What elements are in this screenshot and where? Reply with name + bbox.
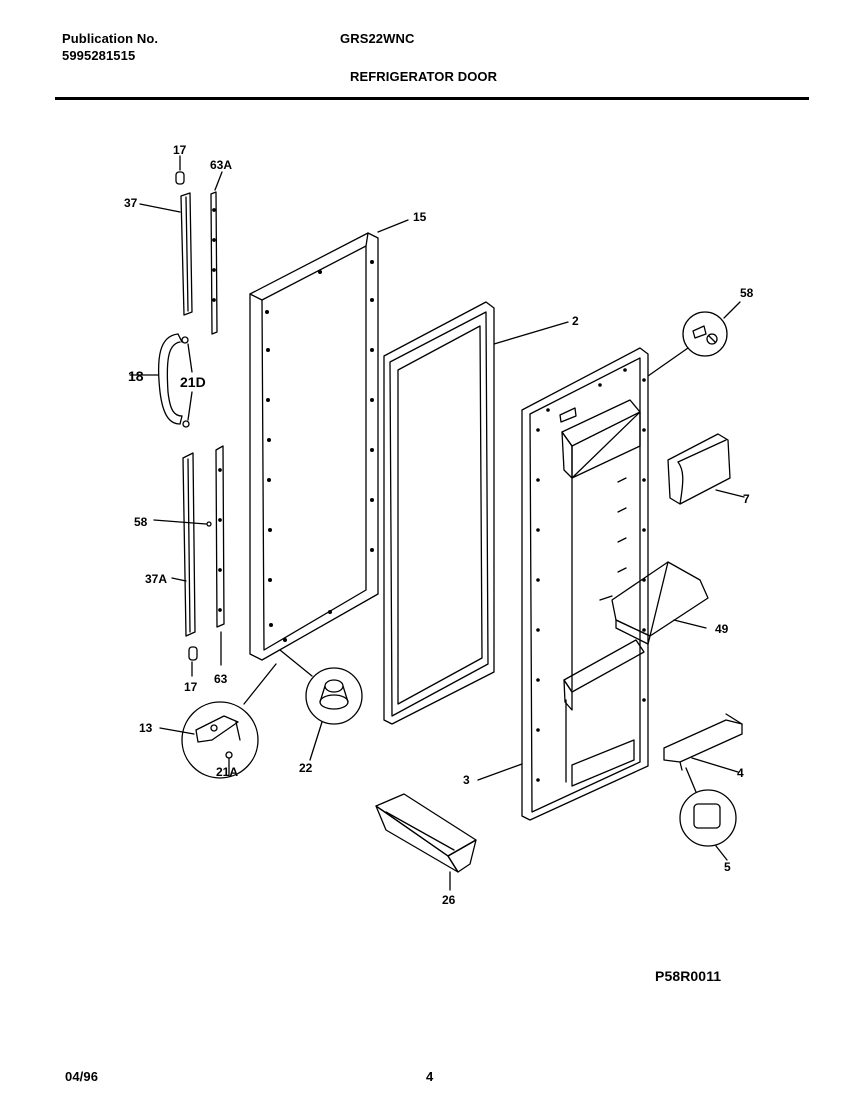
part-63A-strip — [210, 171, 223, 335]
part-22-hinge — [279, 649, 363, 761]
part-2-gasket — [383, 301, 569, 725]
callout-26: 26 — [442, 893, 456, 907]
part-21A-screw — [225, 751, 233, 777]
callout-7: 7 — [743, 492, 750, 506]
callout-21A: 21A — [216, 765, 239, 779]
part-58-right-screw — [682, 301, 741, 357]
part-7-cover — [667, 433, 745, 505]
callout-21D: 21D — [180, 374, 206, 390]
callout-5: 5 — [724, 860, 731, 874]
callout-3: 3 — [463, 773, 470, 787]
part-49-bin — [599, 561, 709, 645]
part-15-door-frame — [249, 219, 409, 661]
callout-15: 15 — [413, 210, 427, 224]
callout-17-top: 17 — [173, 143, 187, 157]
callout-58-right: 58 — [740, 286, 754, 300]
part-58-left-screw — [153, 519, 212, 527]
callout-63: 63 — [214, 672, 228, 686]
footer-page-number: 4 — [426, 1069, 434, 1084]
part-37-trim — [139, 192, 193, 316]
part-18-handle — [129, 333, 183, 425]
callout-4: 4 — [737, 766, 744, 780]
callout-18: 18 — [128, 368, 144, 384]
diagram-code: P58R0011 — [655, 968, 722, 984]
callout-37A: 37A — [145, 572, 168, 586]
part-3-door-liner — [477, 347, 689, 821]
footer-date: 04/96 — [65, 1069, 99, 1084]
callout-49: 49 — [715, 622, 729, 636]
callout-17-bottom: 17 — [184, 680, 198, 694]
part-4-bracket — [663, 713, 743, 773]
part-17-top-cap — [175, 155, 185, 185]
part-13-hinge-bracket — [159, 663, 277, 779]
header-rule — [55, 97, 809, 100]
publication-label: Publication No. — [62, 31, 159, 46]
part-63-strip — [215, 445, 225, 666]
part-26-bin — [375, 793, 477, 891]
callout-58-left: 58 — [134, 515, 148, 529]
part-17-bottom-cap — [188, 646, 198, 677]
callout-63A: 63A — [210, 158, 233, 172]
publication-number: 5995281515 — [62, 48, 136, 63]
model-number: GRS22WNC — [340, 31, 415, 46]
part-37A-trim — [171, 452, 196, 637]
callout-37: 37 — [124, 196, 138, 210]
section-title: REFRIGERATOR DOOR — [350, 69, 498, 84]
callout-13: 13 — [139, 721, 153, 735]
part-5-pad — [679, 767, 737, 861]
callout-2: 2 — [572, 314, 579, 328]
callout-22: 22 — [299, 761, 313, 775]
part-21D-screws — [181, 336, 193, 428]
